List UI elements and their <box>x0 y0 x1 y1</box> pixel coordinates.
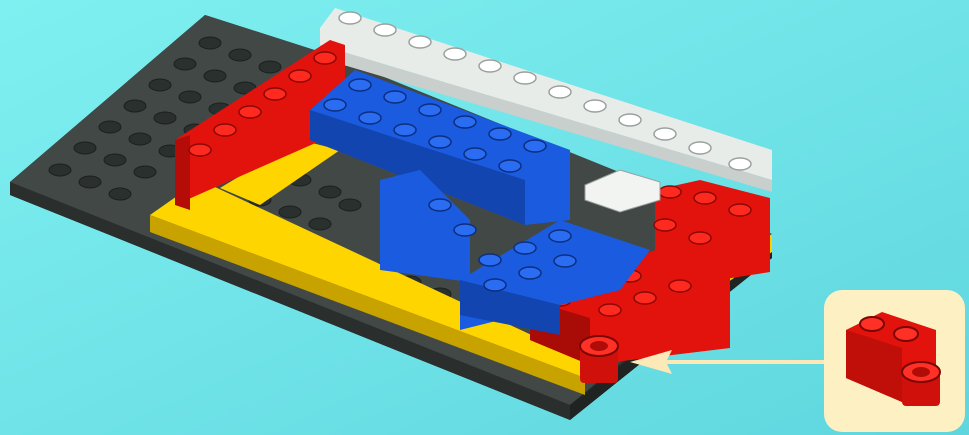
red-1x2-hinge-brick-icon <box>824 290 965 432</box>
red-hinge-brick-placed <box>580 336 618 383</box>
parts-callout-panel <box>824 290 965 432</box>
